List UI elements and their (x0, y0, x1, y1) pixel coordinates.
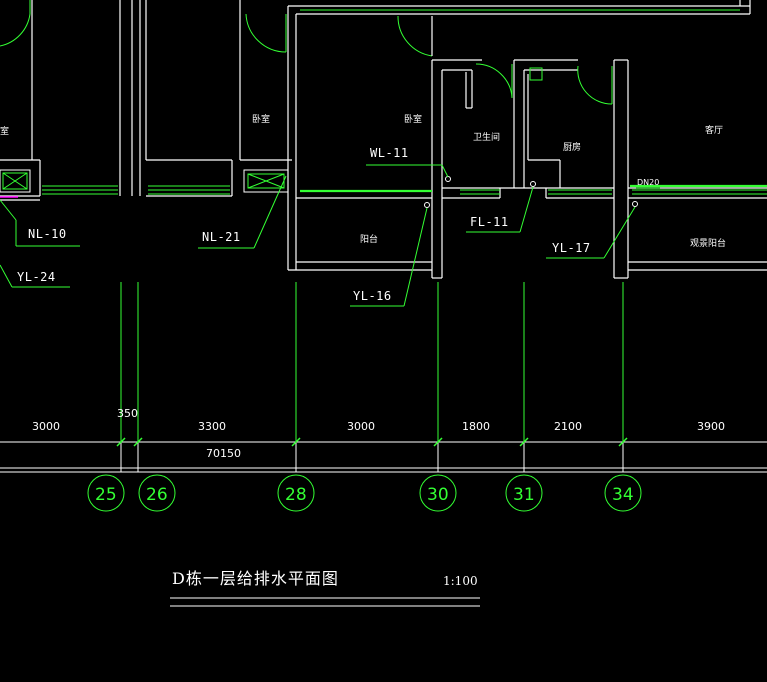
drawing-title: D栋一层给排水平面图 (172, 569, 339, 588)
drain-pipe (300, 184, 767, 193)
pipe-label-yl24: YL-24 (17, 270, 56, 284)
pipe-label-yl17: YL-17 (552, 241, 591, 255)
dimension-3900: 3900 (697, 420, 725, 433)
axis-label-31: 31 (513, 485, 535, 505)
drawing-scale: 1:100 (443, 574, 478, 588)
dimension-lines (0, 441, 767, 473)
room-label-view-balcony: 观景阳台 (690, 237, 726, 249)
axis-label-26: 26 (146, 485, 168, 505)
room-label-bedroom-2: 卧室 (252, 113, 270, 125)
room-label-living-room: 客厅 (705, 124, 723, 136)
room-label-kitchen: 厨房 (563, 141, 581, 153)
room-label-bedroom-left: 室 (0, 125, 9, 137)
dimension-2100: 2100 (554, 420, 582, 433)
leader-lines (0, 164, 660, 307)
dimension-1800: 1800 (462, 420, 490, 433)
room-label-bedroom-3: 卧室 (404, 113, 422, 125)
pipe-label-nl10: NL-10 (28, 227, 67, 241)
pipe-label-wl11: WL-11 (370, 146, 409, 160)
pipe-label-nl21: NL-21 (202, 230, 241, 244)
doors (0, 0, 613, 105)
dimension-3300: 3300 (198, 420, 226, 433)
pipe-label-fl11: FL-11 (470, 215, 509, 229)
dimension-350: 350 (117, 407, 138, 420)
dimension-3000-b: 3000 (347, 420, 375, 433)
fixture-box-icon (529, 67, 543, 81)
windows (42, 9, 767, 195)
axis-bubbles (87, 474, 642, 512)
meter-box-icon (0, 169, 289, 193)
axis-lines (120, 282, 624, 472)
pipe-size-label-dn20: DN20 (637, 178, 659, 187)
dimension-ticks (116, 437, 628, 447)
axis-label-34: 34 (612, 485, 634, 505)
walls (0, 0, 767, 279)
pipe-label-yl16: YL-16 (353, 289, 392, 303)
axis-label-30: 30 (427, 485, 449, 505)
axis-label-28: 28 (285, 485, 307, 505)
room-label-balcony: 阳台 (360, 233, 378, 245)
dimension-total: 70150 (206, 447, 241, 460)
title-underline (170, 597, 480, 607)
dimension-3000-a: 3000 (32, 420, 60, 433)
room-label-bathroom: 卫生间 (473, 131, 500, 143)
axis-label-25: 25 (95, 485, 117, 505)
riser-points (424, 176, 638, 208)
